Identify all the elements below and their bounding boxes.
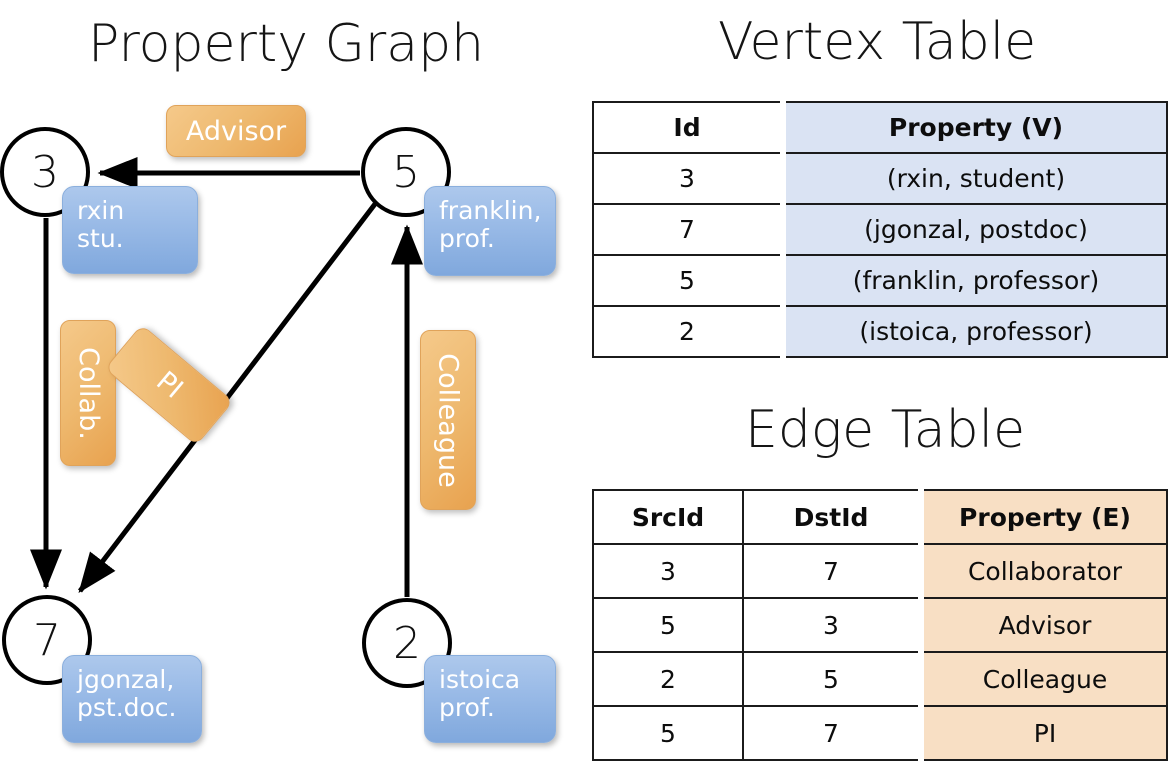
- table-row: 2 (istoica, professor): [592, 305, 1168, 358]
- edge-cell-property: Advisor: [918, 597, 1168, 653]
- property-graph-diagram: 3 5 7 2 rxin stu. franklin, prof. jgonza…: [0, 0, 585, 760]
- vertex-cell-property: (franklin, professor): [780, 254, 1168, 307]
- vertex-cell-property: (rxin, student): [780, 152, 1168, 205]
- vertex-table-header-property: Property (V): [780, 101, 1168, 154]
- vertex-cell-id: 7: [592, 203, 784, 256]
- vertex-table-header-row: Id Property (V): [592, 101, 1168, 154]
- node-property-box-5: franklin, prof.: [424, 186, 556, 276]
- edge-table-header-row: SrcId DstId Property (E): [592, 489, 1168, 545]
- edge-cell-property: PI: [918, 705, 1168, 761]
- edge-cell-property: Colleague: [918, 651, 1168, 707]
- table-row: 7 (jgonzal, postdoc): [592, 203, 1168, 256]
- edge-label-colleague-text: Colleague: [432, 352, 464, 488]
- table-row: 5 (franklin, professor): [592, 254, 1168, 307]
- edge-cell-dst: 3: [742, 597, 922, 653]
- edge-label-advisor-text: Advisor: [185, 115, 287, 147]
- edge-label-advisor: Advisor: [166, 105, 306, 157]
- graph-node-5[interactable]: 5: [361, 127, 451, 217]
- node-property-box-3: rxin stu.: [62, 186, 198, 274]
- vertex-cell-property: (istoica, professor): [780, 305, 1168, 358]
- table-row: 5 7 PI: [592, 705, 1168, 761]
- node-property-box-2: istoica prof.: [424, 655, 556, 743]
- edge-label-pi-text: PI: [149, 365, 189, 405]
- edge-label-collab: Collab.: [60, 320, 116, 466]
- edge-cell-property: Collaborator: [918, 543, 1168, 599]
- edge-table-header-property: Property (E): [918, 489, 1168, 545]
- vertex-cell-id: 5: [592, 254, 784, 307]
- table-row: 5 3 Advisor: [592, 597, 1168, 653]
- edge-cell-dst: 7: [742, 543, 922, 599]
- vertex-table-header-id: Id: [592, 101, 784, 154]
- table-row: 3 (rxin, student): [592, 152, 1168, 205]
- node-property-box-7: jgonzal, pst.doc.: [62, 655, 202, 743]
- edge-label-colleague: Colleague: [420, 330, 476, 510]
- edge-table-header-srcid: SrcId: [592, 489, 744, 545]
- graph-node-2[interactable]: 2: [362, 598, 452, 688]
- page-title-vertex-table: Vertex Table: [718, 12, 1037, 72]
- table-row: 2 5 Colleague: [592, 651, 1168, 707]
- edge-table: SrcId DstId Property (E) 3 7 Collaborato…: [592, 489, 1168, 761]
- vertex-cell-id: 3: [592, 152, 784, 205]
- edge-table-header-dstid: DstId: [742, 489, 922, 545]
- vertex-table: Id Property (V) 3 (rxin, student) 7 (jgo…: [592, 101, 1168, 358]
- vertex-cell-property: (jgonzal, postdoc): [780, 203, 1168, 256]
- edge-cell-dst: 5: [742, 651, 922, 707]
- edge-label-collab-text: Collab.: [72, 346, 104, 440]
- edge-cell-dst: 7: [742, 705, 922, 761]
- edge-cell-src: 2: [592, 651, 744, 707]
- page-title-property-graph: Property Graph: [88, 14, 485, 74]
- vertex-cell-id: 2: [592, 305, 784, 358]
- table-row: 3 7 Collaborator: [592, 543, 1168, 599]
- edge-cell-src: 5: [592, 597, 744, 653]
- edge-cell-src: 3: [592, 543, 744, 599]
- edge-cell-src: 5: [592, 705, 744, 761]
- page-title-edge-table: Edge Table: [745, 400, 1026, 460]
